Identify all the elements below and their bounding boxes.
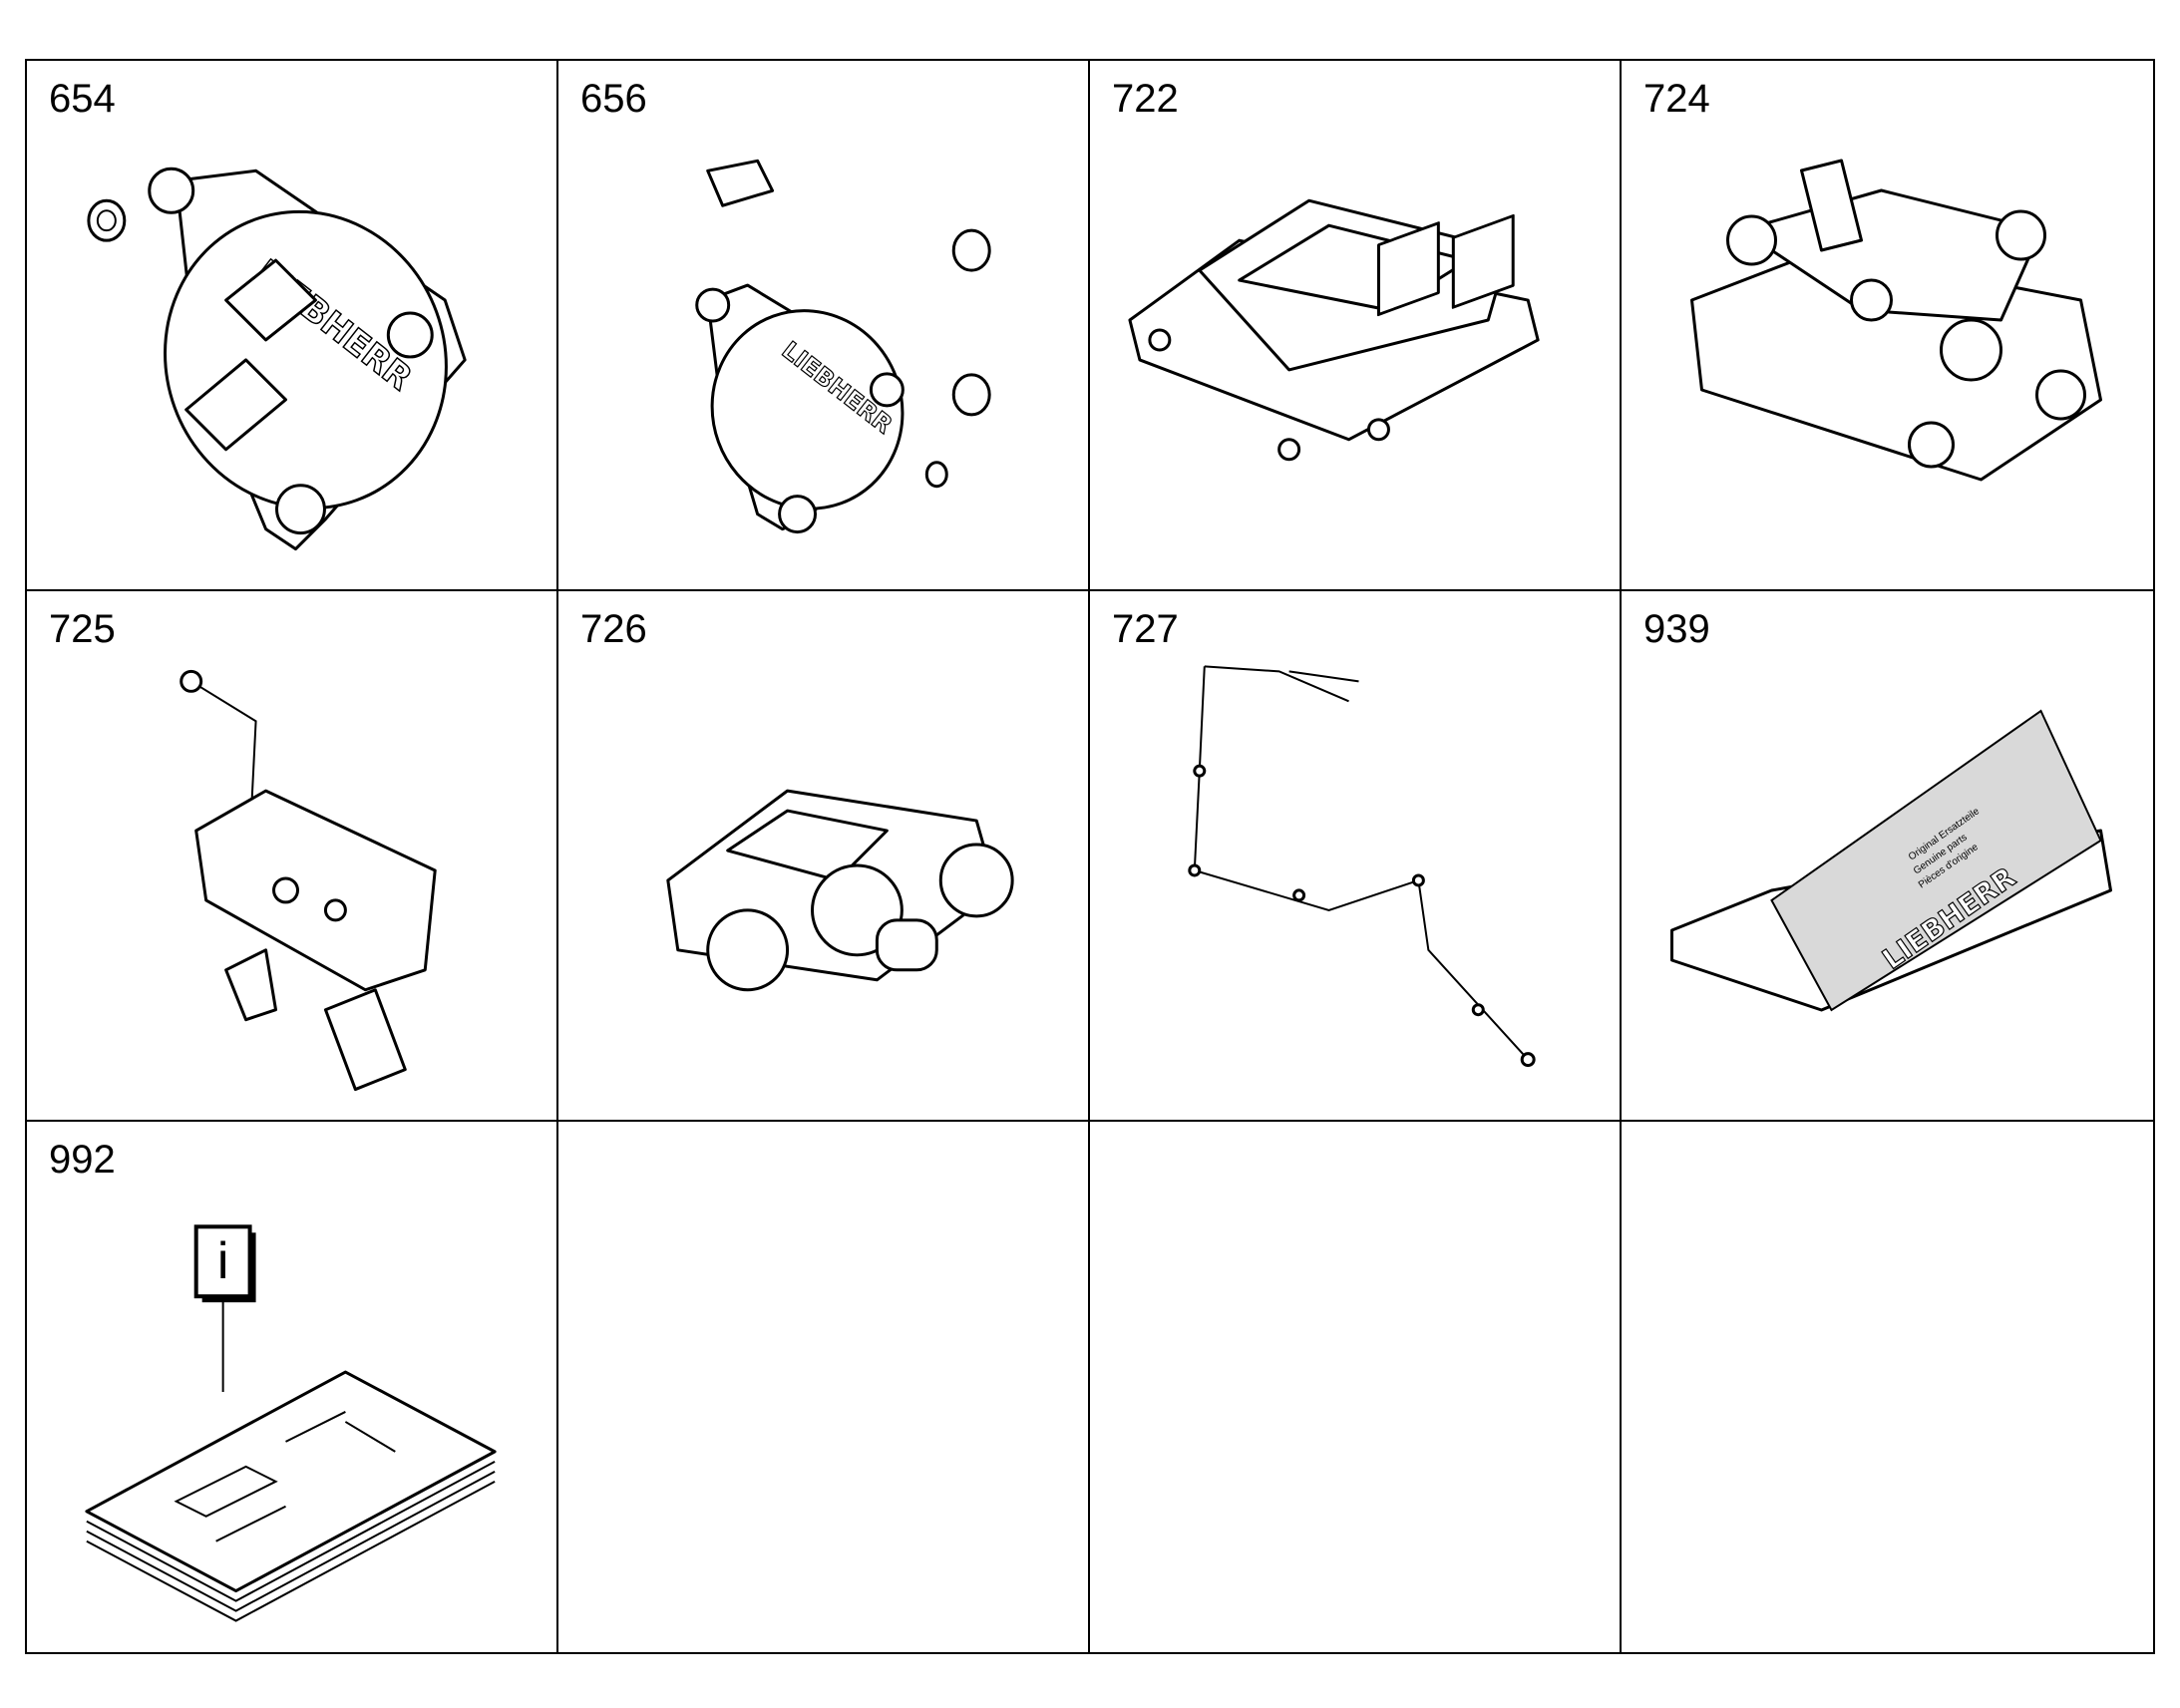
part-cell-722[interactable]: 722	[1090, 61, 1622, 591]
part-number: 939	[1643, 607, 1710, 651]
part-cell-725[interactable]: 725	[27, 591, 558, 1122]
info-icon: i	[217, 1231, 229, 1289]
part-cell-727[interactable]: 727	[1090, 591, 1622, 1122]
empty-cell	[1622, 1122, 2153, 1652]
part-number: 725	[49, 607, 116, 651]
part-number: 656	[580, 77, 647, 121]
parts-box-icon: Original Ersatzteile Genuine parts Pièce…	[1670, 709, 2112, 1012]
part-cell-654[interactable]: 654 LIEBHERR	[27, 61, 558, 591]
valve-block-icon	[1690, 159, 2102, 482]
part-cell-726[interactable]: 726	[558, 591, 1090, 1122]
part-number: 727	[1112, 607, 1179, 651]
part-number: 726	[580, 607, 647, 651]
empty-cell	[558, 1122, 1090, 1652]
part-cell-939[interactable]: 939 Original Ersatzteile Genuine parts P…	[1622, 591, 2153, 1122]
parts-grid: 654 LIEBHERR 656 LIEBHERR 722	[25, 59, 2155, 1654]
part-cell-724[interactable]: 724	[1622, 61, 2153, 591]
control-unit-icon	[1128, 198, 1540, 462]
documentation-icon: i	[85, 1224, 497, 1622]
cover-plate-kit-icon: LIEBHERR	[695, 159, 991, 534]
cover-plate-icon: LIEBHERR	[87, 167, 467, 551]
part-cell-992[interactable]: 992 i	[27, 1122, 558, 1652]
wiring-harness-icon	[1188, 665, 1536, 1068]
part-number: 992	[49, 1138, 116, 1182]
bracket-icon	[180, 669, 437, 1092]
empty-cell	[1090, 1122, 1622, 1652]
pump-icon	[666, 789, 1014, 992]
part-cell-656[interactable]: 656 LIEBHERR	[558, 61, 1090, 591]
part-number: 722	[1112, 77, 1179, 121]
part-number: 654	[49, 77, 116, 121]
part-number: 724	[1643, 77, 1710, 121]
